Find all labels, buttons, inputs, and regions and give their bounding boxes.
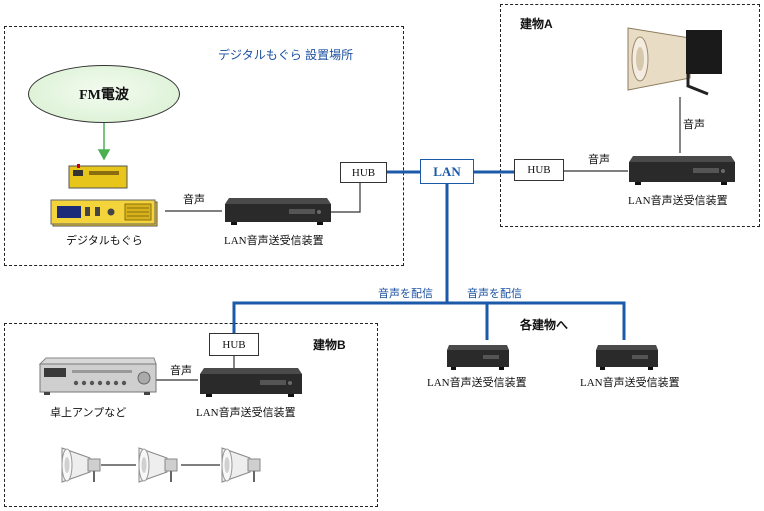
lan-device-main [223, 196, 333, 226]
zone-building-b [4, 323, 378, 507]
fm-radio-node: FM電波 [28, 65, 180, 123]
lan-device-b [198, 366, 304, 398]
horn-speaker-b3 [220, 444, 264, 486]
horn-speaker-b1 [60, 444, 104, 486]
digital-mogura-label: デジタルもぐら [66, 235, 143, 247]
hub-building-a: HUB [514, 159, 564, 181]
each-building-label: 各建物へ [520, 318, 569, 332]
lan-device-a-label: LAN音声送受信装置 [628, 195, 728, 207]
horn-speaker-a [626, 20, 726, 100]
zone-title-building-a: 建物A [520, 17, 553, 31]
horn-speaker-b2 [137, 444, 181, 486]
desktop-amp [38, 356, 158, 398]
lan-device-a [627, 154, 737, 186]
digital-mogura-device [49, 162, 159, 228]
hub-main-label: HUB [351, 166, 376, 179]
edge-audio-a2: 音声 [683, 119, 705, 131]
lan-device-c1 [445, 343, 511, 371]
lan-device-c1-label: LAN音声送受信装置 [427, 377, 527, 389]
lan-node-label: LAN [433, 163, 461, 179]
lan-device-c2 [594, 343, 660, 371]
lan-device-c2-label: LAN音声送受信装置 [580, 377, 680, 389]
lan-node: LAN [420, 159, 474, 184]
edge-distribute-1: 音声を配信 [378, 288, 433, 300]
hub-building-b-label: HUB [222, 338, 246, 351]
zone-title-building-b: 建物B [313, 338, 346, 352]
edge-audio-b: 音声 [170, 365, 192, 377]
hub-building-b: HUB [209, 333, 259, 356]
zone-building-a [500, 4, 760, 227]
edge-audio-main: 音声 [183, 194, 205, 206]
edge-distribute-2: 音声を配信 [467, 288, 522, 300]
edge-audio-a1: 音声 [588, 154, 610, 166]
lan-device-b-label: LAN音声送受信装置 [196, 407, 296, 419]
hub-main: HUB [340, 162, 387, 183]
zone-digital-mogura [4, 26, 404, 266]
zone-title-digital-mogura: デジタルもぐら 設置場所 [218, 48, 354, 62]
hub-building-a-label: HUB [527, 164, 551, 176]
fm-radio-label: FM電波 [79, 88, 129, 103]
desktop-amp-label: 卓上アンプなど [50, 407, 127, 419]
lan-device-main-label: LAN音声送受信装置 [224, 235, 324, 247]
